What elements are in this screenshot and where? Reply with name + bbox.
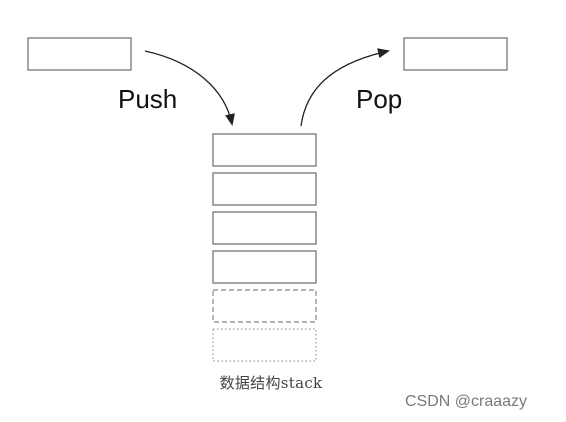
push-label: Push [118, 84, 177, 114]
stack [212, 133, 317, 362]
stack-slot [212, 133, 317, 167]
stack-slot [212, 172, 317, 206]
stack-slot [212, 211, 317, 245]
stack-slot-empty-dashed [212, 289, 317, 323]
stack-slot-empty-dotted [212, 328, 317, 362]
watermark: CSDN @craaazy [405, 393, 528, 410]
push-arrow [144, 50, 235, 126]
push-source-box [27, 37, 132, 71]
stack-slot [212, 250, 317, 284]
pop-label: Pop [356, 84, 402, 114]
pop-target-box [403, 37, 508, 71]
pop-arrow [300, 48, 390, 127]
diagram-caption: 数据结构stack [219, 374, 323, 392]
